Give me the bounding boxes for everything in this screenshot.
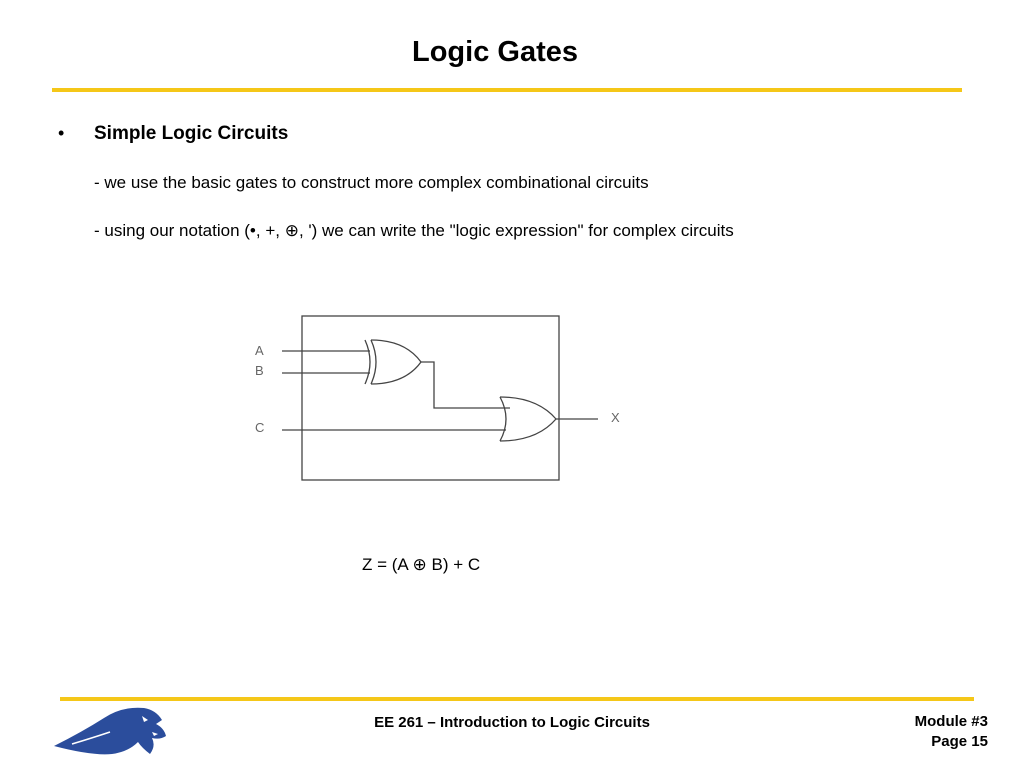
input-label-c: C: [255, 420, 264, 435]
bullet-subline-2: - using our notation (•, +, ⊕, ') we can…: [94, 221, 734, 240]
logic-equation: Z = (A ⊕ B) + C: [362, 555, 481, 574]
or-gate: [499, 396, 557, 442]
footer-module: Module #3: [914, 713, 988, 730]
footer-page-info: Module #3 Page 15: [880, 712, 988, 752]
footer-course-title: EE 261 – Introduction to Logic Circuits: [374, 714, 650, 731]
circuit-boundary-box: [301, 315, 560, 481]
input-label-a: A: [255, 343, 264, 358]
slide-title: Logic Gates: [412, 36, 578, 68]
wire-xor-out: [421, 361, 510, 409]
input-label-b: B: [255, 363, 264, 378]
bullet-subline-1: - we use the basic gates to construct mo…: [94, 173, 649, 192]
bullet-heading: Simple Logic Circuits: [94, 123, 289, 144]
footer-divider: [60, 697, 974, 701]
logic-circuit-diagram: A B C X: [255, 315, 620, 481]
xor-gate: [364, 339, 422, 385]
bobcat-logo-icon: [54, 707, 166, 755]
bullet-marker: •: [58, 123, 65, 143]
output-label-x: X: [611, 410, 620, 425]
title-divider: [52, 88, 962, 92]
footer-page-number: Page 15: [931, 733, 988, 750]
